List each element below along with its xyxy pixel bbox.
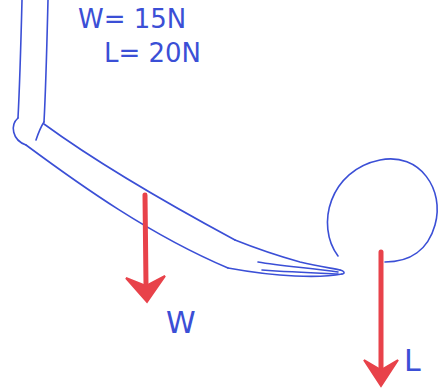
load-value: L= 20N [104,40,201,66]
weight-value: W= 15N [78,6,186,32]
force-label: W [166,308,196,338]
arrowhead [126,276,165,302]
fingertip [340,270,344,274]
finger [262,270,338,274]
hand [228,268,342,276]
elbow [13,118,26,145]
forearm-bottom [26,145,228,268]
force-arrow-l [379,252,384,368]
elbow-crease [36,122,44,140]
upper-arm-line [18,0,22,118]
force-label: L [404,346,421,376]
upper-arm-line [44,0,48,122]
arrowhead [364,360,398,386]
force-arrow-w [145,195,146,285]
ball [327,159,437,262]
